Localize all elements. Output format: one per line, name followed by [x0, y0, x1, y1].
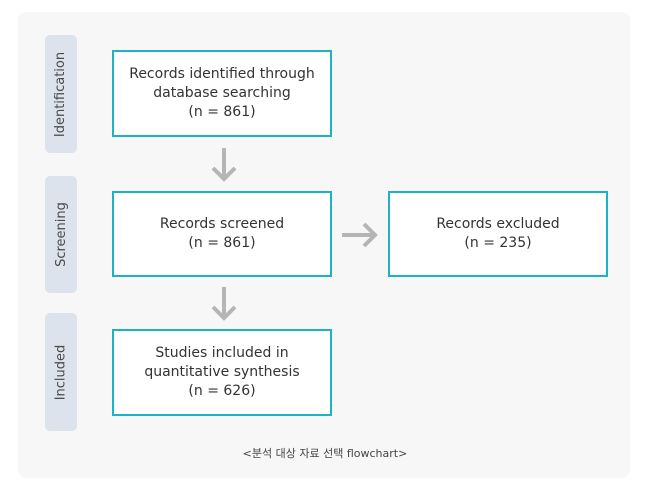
arrow-down-icon [211, 287, 237, 321]
stage-included: Included [45, 313, 77, 431]
records-excluded-line1: Records excluded [436, 216, 560, 232]
records-excluded-count: (n = 235) [464, 235, 532, 251]
stage-screening: Screening [45, 176, 77, 293]
records-identified-line1: Records identified through [129, 66, 315, 82]
records-screened-count: (n = 861) [188, 235, 256, 251]
records-screened-line1: Records screened [159, 216, 285, 232]
studies-included-line1: Studies included in [155, 345, 289, 361]
stage-identification: Identification [45, 35, 77, 153]
arrow-down-icon [211, 148, 237, 182]
stage-screening-label: Screening [53, 202, 69, 267]
studies-included-count: (n = 626) [188, 383, 256, 399]
flowchart-caption: <분석 대상 자료 선택 flowchart> [242, 447, 408, 460]
studies-included-line2: quantitative synthesis [144, 364, 300, 380]
records-excluded-box: Records excluded (n = 235) [388, 191, 608, 277]
arrow-right-icon [342, 222, 378, 248]
stage-included-label: Included [53, 344, 69, 400]
records-identified-line2: database searching [153, 85, 291, 101]
records-identified-box: Records identified through database sear… [112, 50, 332, 137]
studies-included-box: Studies included in quantitative synthes… [112, 329, 332, 416]
stage-identification-label: Identification [53, 51, 69, 137]
records-identified-count: (n = 861) [188, 104, 256, 120]
records-screened-box: Records screened (n = 861) [112, 191, 332, 277]
